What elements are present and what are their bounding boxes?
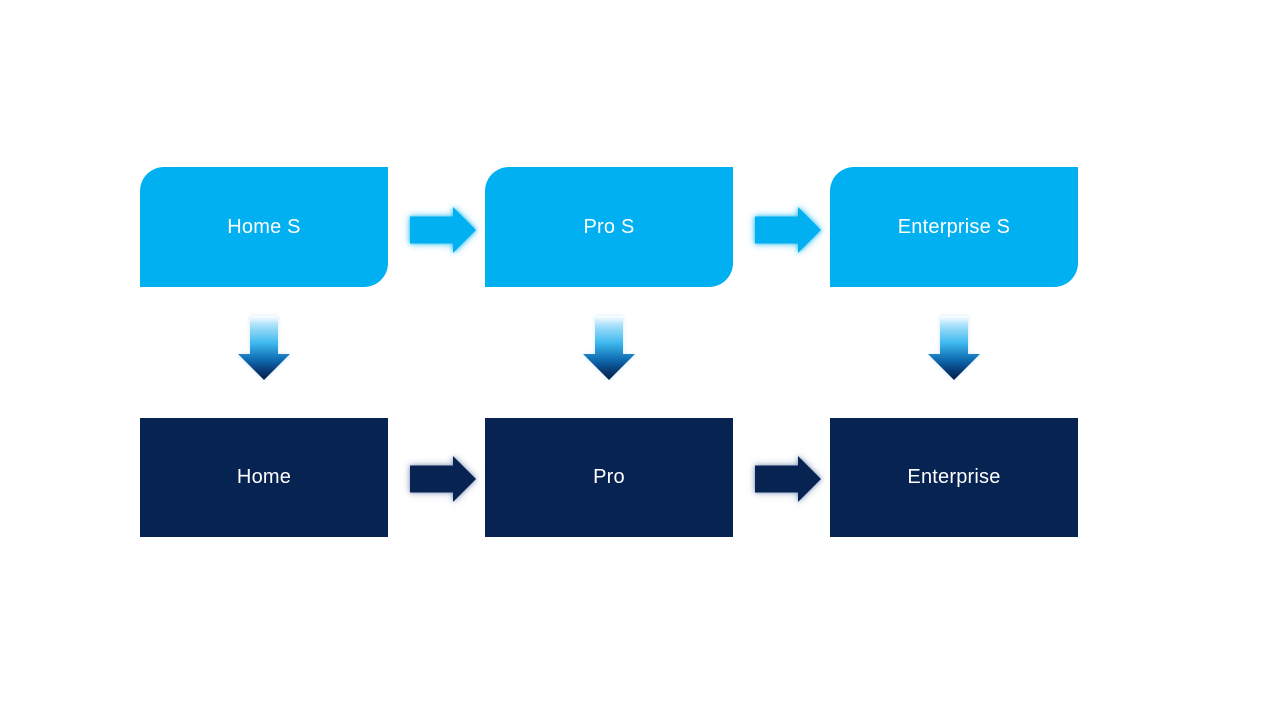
box-enterprise-s: Enterprise S xyxy=(830,167,1078,287)
box-enterprise-s-label: Enterprise S xyxy=(897,215,1011,238)
arrow-down-icon xyxy=(583,316,635,380)
arrow-right-icon xyxy=(755,207,821,253)
box-pro: Pro xyxy=(485,418,733,537)
box-home-label: Home xyxy=(236,466,292,488)
arrow-right-icon xyxy=(755,456,821,502)
box-enterprise: Enterprise xyxy=(830,418,1078,537)
arrow-right-icon xyxy=(410,207,476,253)
arrow-right-icon xyxy=(410,456,476,502)
box-home-s: Home S xyxy=(140,167,388,287)
box-enterprise-label: Enterprise xyxy=(907,466,1001,488)
arrow-down-icon xyxy=(238,316,290,380)
box-pro-s: Pro S xyxy=(485,167,733,287)
box-pro-label: Pro xyxy=(593,466,625,488)
arrow-down-icon xyxy=(928,316,980,380)
box-home: Home xyxy=(140,418,388,537)
box-pro-s-label: Pro S xyxy=(583,215,635,238)
box-home-s-label: Home S xyxy=(227,215,301,238)
